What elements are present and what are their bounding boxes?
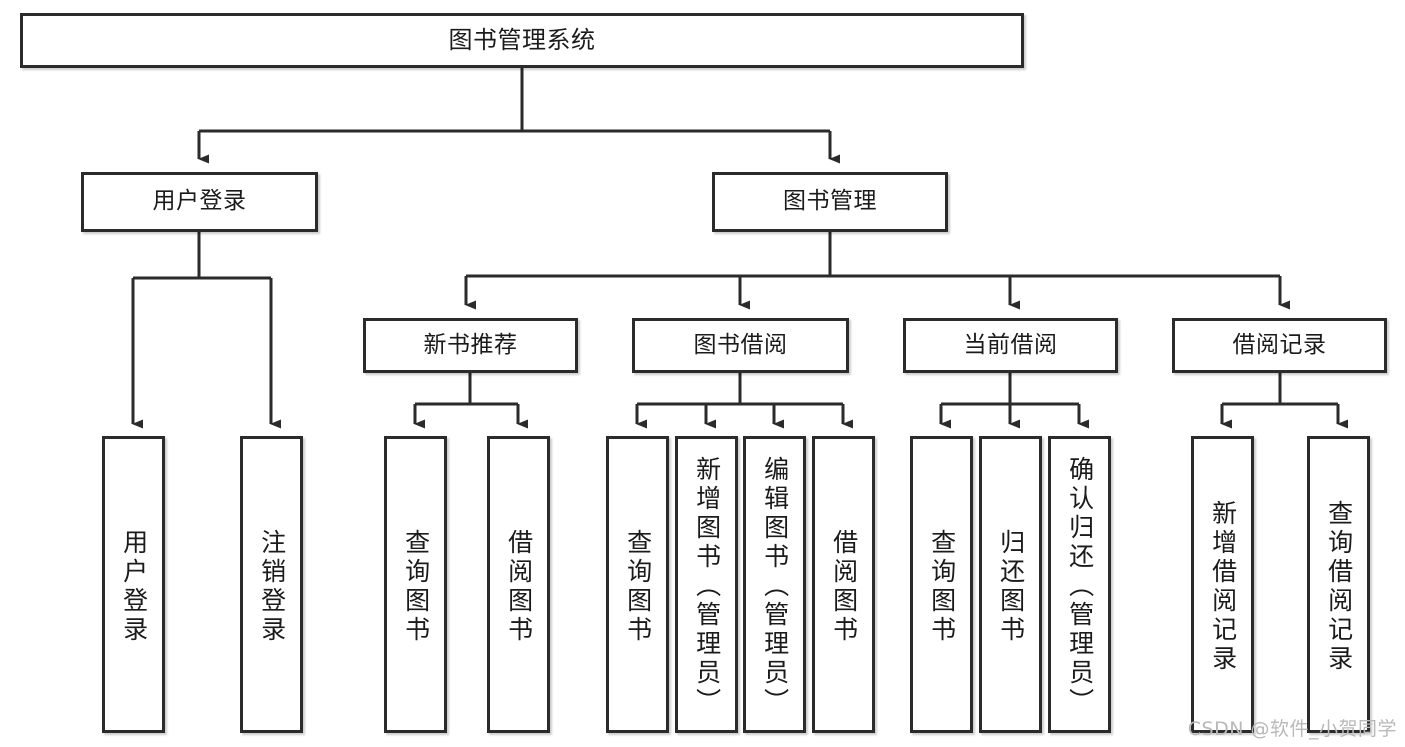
node-label: 查询图书	[927, 528, 957, 645]
leaf-add-book-admin[interactable]: 新增图书（管理员）	[675, 436, 738, 733]
node-label: 图书管理系统	[448, 26, 596, 55]
node-label: 借阅记录	[1232, 331, 1327, 358]
leaf-borrow-book-recommend[interactable]: 借阅图书	[487, 436, 550, 733]
node-label: 用户登录	[152, 188, 247, 215]
node-label: 图书管理	[783, 188, 877, 215]
node-label: 用户登录	[119, 528, 149, 645]
node-label: 查询图书	[623, 528, 653, 645]
leaf-logout[interactable]: 注销登录	[240, 436, 303, 733]
node-user-login[interactable]: 用户登录	[81, 172, 318, 232]
node-label: 查询借阅记录	[1324, 499, 1354, 674]
node-label: 借阅图书	[504, 528, 534, 645]
node-borrow-record[interactable]: 借阅记录	[1172, 318, 1387, 373]
node-new-book-recommend[interactable]: 新书推荐	[363, 318, 578, 373]
node-label: 当前借阅	[963, 331, 1058, 358]
node-label: 图书借阅	[693, 331, 788, 358]
leaf-query-book-borrow[interactable]: 查询图书	[606, 436, 669, 733]
node-label: 查询图书	[401, 528, 431, 645]
leaf-query-borrow-record[interactable]: 查询借阅记录	[1307, 436, 1370, 733]
watermark: CSDN @软件_小贺同学	[1187, 718, 1397, 740]
node-current-borrow[interactable]: 当前借阅	[903, 318, 1118, 373]
leaf-return-book[interactable]: 归还图书	[979, 436, 1042, 733]
leaf-edit-book-admin[interactable]: 编辑图书（管理员）	[743, 436, 806, 733]
leaf-add-borrow-record[interactable]: 新增借阅记录	[1191, 436, 1254, 733]
leaf-query-book-current[interactable]: 查询图书	[910, 436, 973, 733]
node-label: 确认归还（管理员）	[1065, 456, 1095, 717]
leaf-confirm-return-admin[interactable]: 确认归还（管理员）	[1048, 436, 1111, 733]
node-label: 新增图书（管理员）	[692, 456, 722, 717]
node-book-management[interactable]: 图书管理	[712, 172, 948, 232]
node-label: 归还图书	[996, 528, 1026, 645]
node-label: 编辑图书（管理员）	[760, 456, 790, 717]
node-book-borrow[interactable]: 图书借阅	[632, 318, 849, 373]
leaf-query-book-recommend[interactable]: 查询图书	[384, 436, 447, 733]
node-label: 注销登录	[257, 528, 287, 645]
node-label: 新书推荐	[423, 331, 518, 358]
leaf-user-login[interactable]: 用户登录	[102, 436, 165, 733]
node-root-system[interactable]: 图书管理系统	[20, 13, 1024, 68]
node-label: 借阅图书	[829, 528, 859, 645]
node-label: 新增借阅记录	[1208, 499, 1238, 674]
leaf-borrow-book[interactable]: 借阅图书	[812, 436, 875, 733]
